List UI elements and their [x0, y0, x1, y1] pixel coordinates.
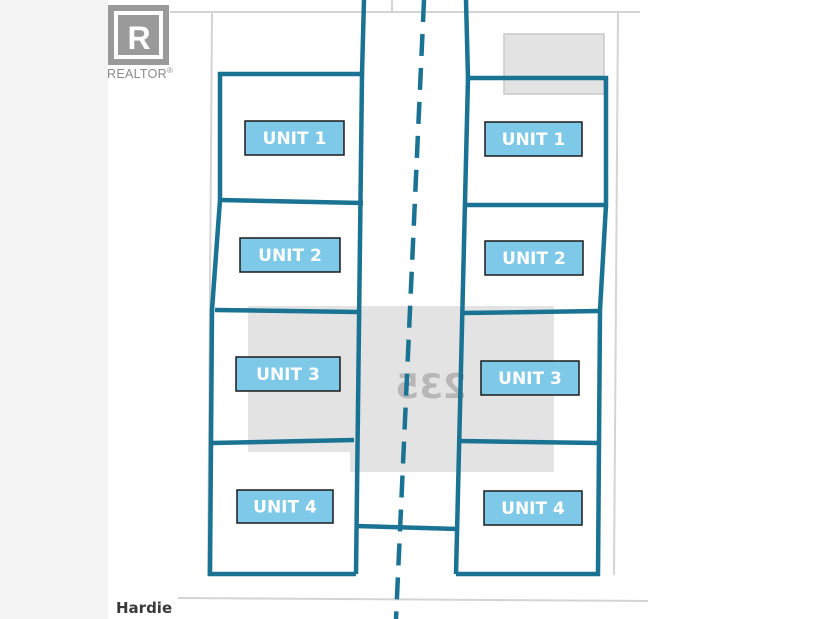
right-unit-1: UNIT 1 — [484, 121, 583, 157]
left-margin-strip — [0, 0, 108, 619]
right-parcel-inner-edge — [453, 77, 471, 575]
left-parcel-outline — [207, 0, 367, 577]
center-property-line — [393, 0, 427, 619]
left-unit-4: UNIT 4 — [236, 489, 334, 524]
right-unit-2-label: UNIT 2 — [502, 249, 566, 269]
left-unit-2: UNIT 2 — [239, 237, 341, 273]
left-unit-4-label: UNIT 4 — [253, 498, 317, 518]
left-divider-1 — [219, 197, 364, 206]
left-unit-1: UNIT 1 — [244, 120, 345, 156]
realtor-logo-initial: R — [127, 20, 150, 56]
proposed-lot-lines — [207, 0, 609, 619]
right-divider-3 — [459, 438, 599, 446]
right-unit-3: UNIT 3 — [480, 360, 580, 396]
left-unit-3: UNIT 3 — [235, 356, 341, 392]
left-unit-3-label: UNIT 3 — [256, 365, 320, 385]
parcel-connector — [355, 523, 459, 532]
realtor-logo: R REALTOR® — [107, 5, 173, 81]
existing-house-extension — [350, 440, 554, 472]
left-parcel-inner-edge — [353, 73, 365, 575]
left-parcel-units: UNIT 1 UNIT 2 UNIT 3 UNIT 4 — [235, 120, 345, 524]
left-divider-2 — [214, 307, 359, 315]
street-label: Hardie — [116, 599, 172, 617]
realtor-logo-text: REALTOR® — [107, 66, 173, 81]
existing-shed — [503, 33, 605, 95]
right-unit-1-label: UNIT 1 — [502, 130, 566, 150]
right-parcel-units: UNIT 1 UNIT 2 UNIT 3 UNIT 4 — [480, 121, 584, 526]
left-unit-1-label: UNIT 1 — [263, 129, 327, 149]
right-unit-4: UNIT 4 — [483, 490, 583, 526]
right-unit-4-label: UNIT 4 — [501, 499, 565, 519]
right-unit-2: UNIT 2 — [484, 240, 584, 276]
right-unit-3-label: UNIT 3 — [498, 369, 562, 389]
left-divider-3 — [211, 437, 355, 446]
right-divider-2 — [462, 308, 601, 316]
left-unit-2-label: UNIT 2 — [258, 246, 322, 266]
